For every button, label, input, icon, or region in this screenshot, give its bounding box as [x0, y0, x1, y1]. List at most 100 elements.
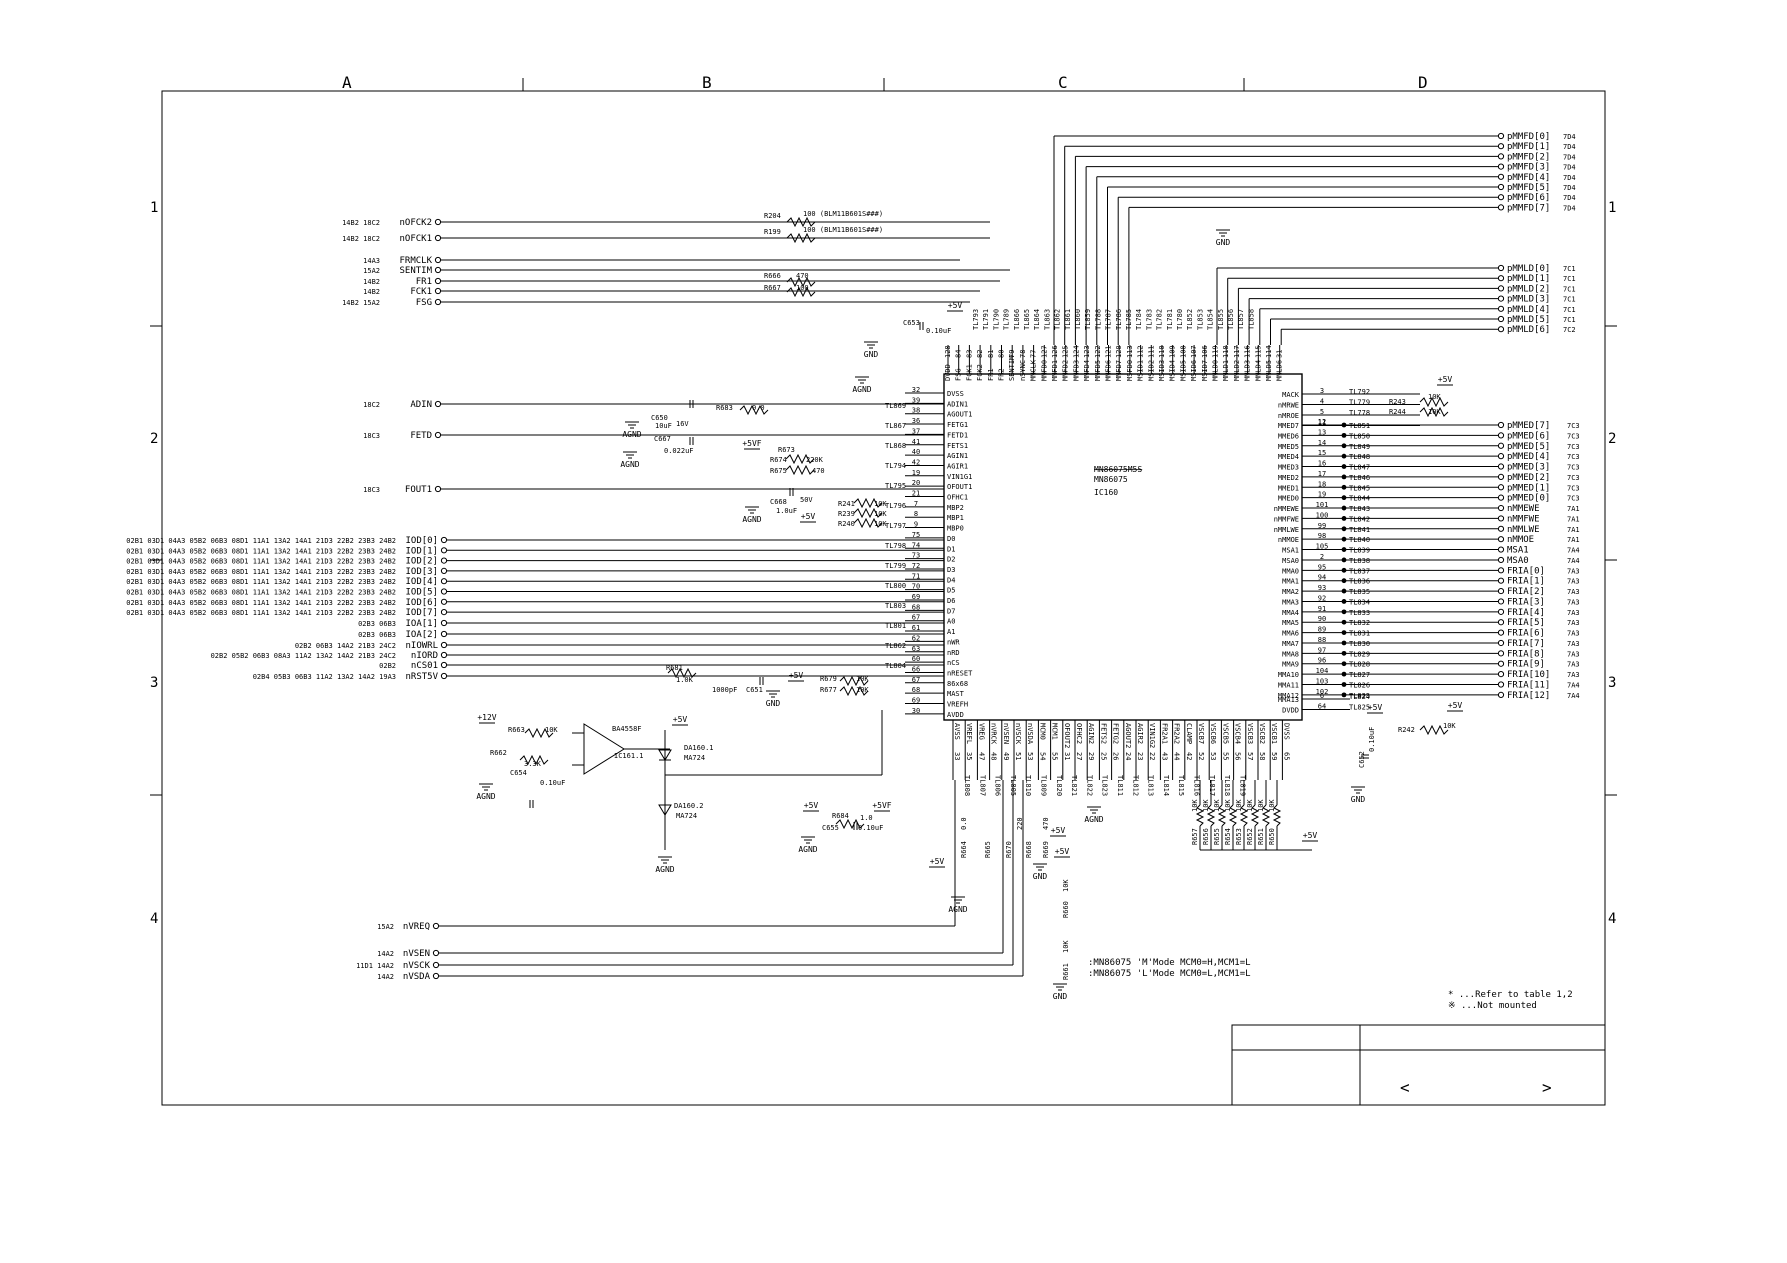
ic-pin-number: 67	[912, 614, 920, 622]
r663-value: 10K	[545, 726, 558, 734]
right-signal-connector	[1497, 608, 1505, 615]
data-bus-label: IOD[7]	[405, 608, 438, 618]
test-land-label: TL851	[1349, 422, 1370, 430]
bottom-signal-ref: 11D1 14A2	[356, 962, 394, 970]
zone-row-4-left: 4	[150, 911, 158, 927]
right-signal-ref: 7C3	[1567, 474, 1580, 482]
right-signal-label: FRIA[1]	[1507, 577, 1545, 587]
r240-value: 10K	[874, 520, 887, 528]
vsc-resistor-label: R651	[1257, 828, 1265, 845]
test-land-label: TL861	[1064, 309, 1072, 330]
power-label: +5V	[930, 857, 945, 866]
test-land-label: TL795	[885, 482, 906, 490]
test-land-label: TL833	[1349, 609, 1370, 617]
right-signal-connector	[1497, 315, 1505, 323]
ic-pin-name: D2	[947, 556, 955, 564]
ic-bottom-pin-number: 23	[1136, 752, 1144, 760]
r669-value: 470	[1042, 817, 1050, 830]
ic-pin-name: AGOUT1	[947, 411, 972, 419]
ground-label: AGND	[622, 430, 641, 439]
ic-right-pin-number: 18	[1318, 480, 1326, 488]
right-signal-label: pMMFD[7]	[1507, 203, 1550, 213]
ic-pin-name: 86x68	[947, 680, 968, 688]
addr-bus-connector	[440, 630, 448, 638]
test-land-label: TL825	[1349, 704, 1370, 712]
r244-label: R244	[1389, 408, 1406, 416]
left-signal-label: FR1	[416, 277, 432, 287]
right-signal-ref: 7C3	[1567, 484, 1580, 492]
ground-symbol	[623, 451, 637, 459]
right-signal-connector	[1497, 173, 1505, 180]
data-bus-ref: 02B1 03D1 04A3 05B2 06B3 08D1 11A1 13A2 …	[126, 578, 396, 586]
right-signal-ref: 7C3	[1567, 495, 1580, 503]
ic-right-pin-name: MMA1	[1282, 578, 1299, 586]
test-land-label: TL831	[1349, 630, 1370, 638]
data-bus-ref: 02B1 03D1 04A3 05B2 06B3 08D1 11A1 13A2 …	[126, 547, 396, 555]
power-label: +5V	[673, 715, 688, 724]
test-land-label: TL840	[1349, 536, 1370, 544]
ground-label: GND	[766, 699, 781, 708]
test-land-label: TL794	[885, 462, 906, 470]
ic-bottom-pin-name: AGOUT2	[1124, 723, 1132, 748]
ic-right-pin-number: 64	[1318, 703, 1326, 711]
r661-label: R661	[1062, 963, 1070, 980]
test-land-label: TL813	[1147, 775, 1155, 796]
ic-right-pin-name: MMED4	[1278, 453, 1299, 461]
data-bus-ref: 02B1 03D1 04A3 05B2 06B3 08D1 11A1 13A2 …	[126, 599, 396, 607]
power-label: +5V	[1368, 703, 1383, 712]
right-signal-connector	[1497, 163, 1505, 170]
test-land-label: TL855	[1217, 309, 1225, 330]
ic-right-pin-number: 98	[1318, 532, 1326, 540]
ic-bottom-pin-name: VSCB5	[1221, 723, 1229, 744]
ic-right-pin-number: 5	[1320, 408, 1324, 416]
right-signal-ref: 7D4	[1563, 184, 1576, 192]
right-signal-ref: 7D4	[1563, 133, 1576, 141]
right-signal-connector	[1497, 515, 1505, 522]
left-signal-ref: 14B2	[363, 278, 380, 286]
left-signal-ref: 18C2	[363, 401, 380, 409]
ic-bottom-pin-name: AGIN2	[1087, 723, 1095, 744]
components	[519, 216, 1449, 850]
ground-symbol	[1053, 983, 1067, 991]
ic-right-pin-number: 3	[1320, 387, 1324, 395]
left-signal-label: FETD	[410, 431, 432, 441]
c655-value: 0.10uF	[858, 824, 883, 832]
r679-label: R679	[820, 675, 837, 683]
left-signal-connector	[434, 218, 442, 226]
ic-bottom-pin-number: 22	[1148, 752, 1156, 760]
note-mode-l: :MN86075 'L'Mode MCM0=L,MCM1=L	[1088, 969, 1251, 979]
ground-symbol	[658, 856, 672, 864]
test-land-label: TL819	[1238, 775, 1246, 796]
ic-pin-number: 37	[912, 427, 920, 435]
right-signal-label: pMMLD[0]	[1507, 264, 1550, 274]
vsc-resistor	[1239, 804, 1249, 827]
power-label: +5V	[804, 801, 819, 810]
title-prev-arrow[interactable]: <	[1400, 1078, 1410, 1097]
right-signal-connector	[1497, 639, 1505, 647]
right-signal-ref: 7C3	[1567, 432, 1580, 440]
right-signal-ref: 7C3	[1567, 464, 1580, 472]
ic-pin-name: VIN1G1	[947, 473, 972, 481]
r677-value: 10K	[856, 686, 869, 694]
ic-right-pin-name: MMA12	[1278, 692, 1299, 700]
vsc-resistor-value: 10K	[1224, 799, 1232, 812]
ic-right-pin-number: 93	[1318, 584, 1326, 592]
ic-right-pin-number: 19	[1318, 491, 1326, 499]
ic-pin-number: 19	[912, 469, 920, 477]
ic-right-pin-number: 90	[1318, 615, 1326, 623]
ground-symbol	[625, 421, 639, 429]
title-next-arrow[interactable]: >	[1542, 1078, 1552, 1097]
test-land-label: TL778	[1349, 409, 1370, 417]
test-land-label: TL803	[885, 602, 906, 610]
r664-value: 0.0	[960, 817, 968, 830]
c650-volt: 16V	[676, 420, 689, 428]
right-signal-ref: 7A3	[1567, 588, 1580, 596]
data-bus-ref: 02B1 03D1 04A3 05B2 06B3 08D1 11A1 13A2 …	[126, 558, 396, 566]
ctrl-signal-label: nIORD	[411, 651, 438, 661]
right-signal-ref: 7A3	[1567, 650, 1580, 658]
ic-bottom-pin-number: 29	[1087, 752, 1095, 760]
left-signal-connector	[434, 298, 442, 306]
left-signal-label: FSG	[416, 298, 432, 308]
data-bus-connector	[440, 598, 448, 605]
test-land-label: TL856	[1227, 309, 1235, 330]
